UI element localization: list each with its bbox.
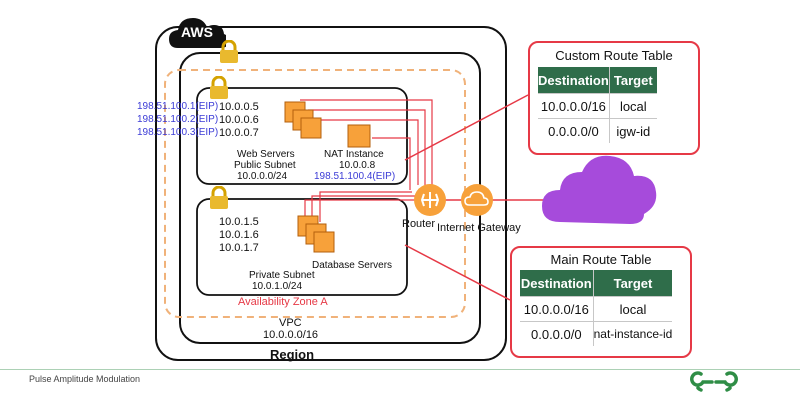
vpc-cidr: 10.0.0.0/16 [263,329,319,341]
region-boundary [155,26,507,361]
db-server-ip: 10.0.1.5 [219,216,259,228]
router-icon [414,184,446,216]
table-row: 10.0.0.0/16 local [538,93,657,119]
custom-route-link [404,94,529,161]
table-row: 0.0.0.0/0 nat-instance-id [520,321,673,346]
destination-cell: 0.0.0.0/0 [538,118,610,143]
destination-header: Destination [520,270,594,297]
private-subnet-box [196,198,408,296]
main-route-table: Main Route Table Destination Target 10.0… [510,246,692,358]
aws-label: AWS [181,24,213,40]
eip-label: 198.51.100.3(EIP) [137,127,219,138]
internet-cloud-icon [542,155,657,224]
public-subnet-cidr: 10.0.0.0/24 [237,171,288,182]
eip-label: 198.51.100.2(EIP) [137,114,219,125]
footer-divider [0,369,800,370]
region-label: Region [270,347,315,362]
eip-label: 198.51.100.1(EIP) [137,101,219,112]
private-subnet-lock-icon [208,185,230,210]
target-header: Target [608,67,657,94]
target-cell: igw-id [608,118,657,143]
public-subnet-box [196,87,408,185]
main-route-table-title: Main Route Table [550,252,652,267]
public-subnet-lock-icon [208,75,230,100]
target-cell: local [592,296,673,322]
availability-zone-label: Availability Zone A [238,296,328,308]
private-subnet-label: Private Subnet [249,270,315,281]
destination-cell: 10.0.0.0/16 [538,93,610,119]
aws-badge: AWS [168,14,226,50]
vpc-label: VPC [279,317,302,329]
destination-cell: 10.0.0.0/16 [520,296,594,322]
destination-cell: 0.0.0.0/0 [520,321,594,346]
nat-instance-ip: 10.0.0.8 [339,160,376,171]
availability-zone-boundary [164,69,466,318]
table-row: 10.0.0.0/16 local [520,296,673,322]
nat-instance-eip: 198.51.100.4(EIP) [314,171,396,182]
database-servers-label: Database Servers [312,260,393,271]
geeksforgeeks-logo-icon [690,370,738,394]
web-server-ip: 10.0.0.5 [219,101,259,113]
db-server-ip: 10.0.1.6 [219,229,259,241]
footer-bar [0,368,800,400]
vpc-lock-icon [218,39,240,64]
target-header: Target [592,270,673,297]
custom-route-table-title: Custom Route Table [555,48,673,63]
internet-gateway-label: Internet Gateway [437,222,521,234]
web-servers-icon [284,101,322,139]
aws-cloud-icon [169,18,226,48]
database-servers-icon [297,215,335,253]
public-subnet-label: Public Subnet [234,160,296,171]
internet-gateway-icon [461,184,493,216]
main-route-link [404,244,511,301]
target-cell: nat-instance-id [592,321,673,346]
nat-instance-label: NAT Instance [324,149,384,160]
web-server-ip: 10.0.0.6 [219,114,259,126]
footer-caption: Pulse Amplitude Modulation [29,374,141,384]
destination-header: Destination [538,67,610,94]
web-servers-label: Web Servers [237,149,295,160]
custom-route-table-grid: Destination Target 10.0.0.0/16 local 0.0… [538,67,657,143]
custom-route-table: Custom Route Table Destination Target 10… [528,41,700,155]
target-cell: local [608,93,657,119]
private-subnet-cidr: 10.0.1.0/24 [252,281,303,292]
table-row: 0.0.0.0/0 igw-id [538,118,657,143]
web-server-ip: 10.0.0.7 [219,127,259,139]
main-route-table-grid: Destination Target 10.0.0.0/16 local 0.0… [520,270,673,346]
db-server-ip: 10.0.1.7 [219,242,259,254]
router-label: Router [402,218,436,230]
server-router-links [300,99,433,222]
nat-instance-icon [347,124,371,148]
